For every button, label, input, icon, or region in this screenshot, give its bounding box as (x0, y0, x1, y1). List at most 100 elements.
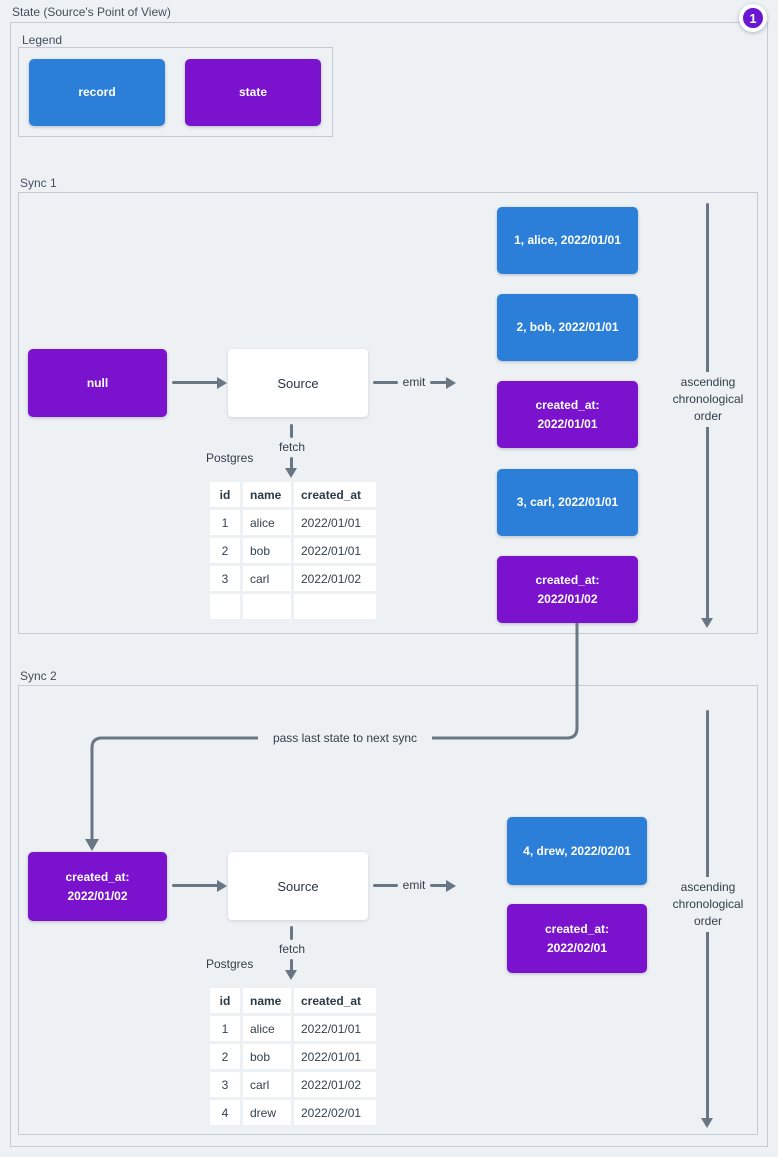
annotation-badge-1[interactable]: 1 (739, 4, 767, 32)
arrow-line (290, 959, 293, 972)
col-header-id: id (210, 988, 240, 1013)
arrow-head (217, 377, 227, 389)
sync2-state-to-source-arrow (172, 880, 227, 892)
sync2-emit-arrow (430, 880, 456, 892)
table-cell: 2022/01/02 (294, 566, 376, 591)
legend-state-label: state (238, 85, 267, 99)
state-line: 2022/01/02 (67, 888, 128, 903)
table-cell: 2022/01/02 (294, 1072, 376, 1097)
source-label: Source (277, 375, 319, 391)
table-cell: 1 (210, 510, 240, 535)
sync1-frame (18, 192, 758, 634)
arrow-head (285, 468, 297, 478)
legend-state-chip: state (185, 59, 321, 126)
state-line: created_at: (65, 869, 130, 884)
table-cell: 2022/01/01 (294, 538, 376, 563)
table-row: 1 alice 2022/01/01 (210, 1016, 376, 1041)
table-cell: carl (243, 1072, 291, 1097)
emit-line (373, 884, 398, 887)
sync1-emit-arrow (430, 377, 456, 389)
page-title: State (Source's Point of View) (12, 5, 171, 19)
arrow-line (290, 457, 293, 470)
table-row: 4 drew 2022/02/01 (210, 1100, 376, 1125)
table-cell: drew (243, 1100, 291, 1125)
table-cell: 1 (210, 1016, 240, 1041)
sync1-emitted-record-2: 2, bob, 2022/01/01 (497, 294, 638, 361)
arrow-head (446, 880, 456, 892)
col-header-created-at: created_at (294, 482, 376, 507)
sync1-fetch-arrow (285, 457, 298, 478)
sync1-postgres-table: id name created_at 1 alice 2022/01/01 2 … (207, 479, 379, 622)
sync1-label: Sync 1 (20, 176, 57, 190)
table-row-empty (210, 594, 376, 619)
table-row: 3 carl 2022/01/02 (210, 1072, 376, 1097)
record-line: 3, carl, 2022/01/01 (516, 495, 619, 509)
sync2-emitted-state-1: created_at: 2022/02/01 (507, 904, 647, 973)
state-line: null (86, 375, 109, 390)
sync1-emitted-record-1: 1, alice, 2022/01/01 (497, 207, 638, 274)
state-line: 2022/01/02 (537, 591, 598, 606)
arrow-line (430, 381, 447, 384)
table-cell (210, 594, 240, 619)
table-cell: 2022/01/01 (294, 1016, 376, 1041)
sync1-state-to-source-arrow (172, 377, 227, 389)
legend-record-chip: record (29, 59, 165, 126)
sync1-emitted-state-1: created_at: 2022/01/01 (497, 381, 638, 448)
table-row: 2 bob 2022/01/01 (210, 1044, 376, 1069)
arrow-head (701, 1118, 713, 1128)
state-line: created_at: (535, 397, 600, 412)
arrow-line (172, 884, 218, 887)
table-cell (294, 594, 376, 619)
sync2-database-label: Postgres (206, 957, 254, 971)
sync1-emitted-state-2: created_at: 2022/01/02 (497, 556, 638, 623)
fetch-line (290, 424, 293, 438)
source-label: Source (277, 878, 319, 894)
sync2-postgres-table: id name created_at 1 alice 2022/01/01 2 … (207, 985, 379, 1128)
sync1-source-box: Source (228, 349, 368, 417)
table-row: 1 alice 2022/01/01 (210, 510, 376, 535)
pass-state-label: pass last state to next sync (258, 730, 432, 746)
table-row: 3 carl 2022/01/02 (210, 566, 376, 591)
record-line: 2, bob, 2022/01/01 (516, 320, 619, 334)
record-line: 4, drew, 2022/02/01 (523, 843, 631, 858)
table-cell: alice (243, 510, 291, 535)
sync2-source-box: Source (228, 852, 368, 920)
sync1-database-label: Postgres (206, 451, 254, 465)
sync2-frame (18, 685, 758, 1135)
state-pov-group-frame (10, 22, 768, 1147)
sync1-input-state-chip: null (28, 349, 167, 417)
sync2-input-state-chip: created_at: 2022/01/02 (28, 852, 167, 921)
sync2-fetch-label: fetch (278, 942, 305, 956)
table-cell: 4 (210, 1100, 240, 1125)
table-cell: 2022/01/01 (294, 1044, 376, 1069)
table-cell: alice (243, 1016, 291, 1041)
legend-frame (18, 47, 333, 137)
arrow-line (430, 884, 447, 887)
legend-label: Legend (22, 33, 63, 47)
table-cell: 2 (210, 1044, 240, 1069)
state-line: created_at: (544, 921, 610, 936)
col-header-name: name (243, 988, 291, 1013)
table-cell: 2022/02/01 (294, 1100, 376, 1125)
arrow-head (446, 377, 456, 389)
sync1-fetch-label: fetch (278, 440, 305, 454)
table-cell: 3 (210, 566, 240, 591)
table-cell: 3 (210, 1072, 240, 1097)
legend-record-label: record (78, 85, 116, 99)
emit-line (373, 381, 398, 384)
state-line: 2022/02/01 (546, 940, 608, 955)
arrow-head (217, 880, 227, 892)
table-cell: bob (243, 1044, 291, 1069)
sync2-label: Sync 2 (20, 669, 57, 683)
sync1-emit-label: emit (402, 375, 426, 389)
arrow-head (701, 618, 713, 628)
table-cell: 2022/01/01 (294, 510, 376, 535)
sync1-order-label: ascending chronological order (662, 372, 754, 427)
arrow-head (285, 970, 297, 980)
col-header-name: name (243, 482, 291, 507)
col-header-id: id (210, 482, 240, 507)
table-header-row: id name created_at (210, 482, 376, 507)
sync1-emitted-record-3: 3, carl, 2022/01/01 (497, 469, 638, 536)
sync2-emit-label: emit (402, 878, 426, 892)
